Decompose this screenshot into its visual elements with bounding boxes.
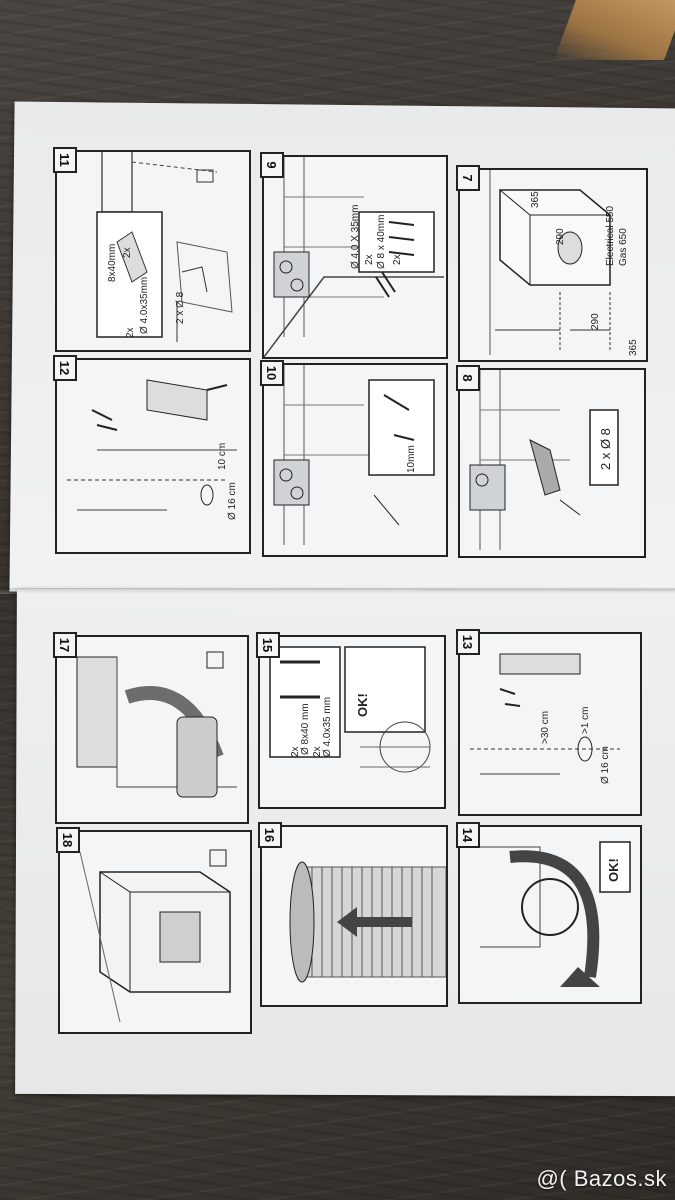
- step-13-dim-3: Ø 16 cm: [600, 746, 611, 784]
- step-7-gas: Gas 650: [618, 228, 629, 266]
- step-12-illustration: [67, 379, 237, 511]
- step-8-illustration: [469, 370, 619, 550]
- step-16-illustration: [289, 861, 446, 983]
- step-18-panel: [58, 830, 252, 1034]
- step-16-panel: [260, 825, 448, 1007]
- step-10-illustration: [273, 365, 435, 545]
- step-7-dim-365-top: 365: [530, 191, 541, 208]
- step-10-number: 10: [260, 360, 284, 386]
- step-11-qty-b: 2x: [125, 327, 136, 338]
- step-14-number: 14: [456, 822, 480, 848]
- step-13-number: 13: [456, 629, 480, 655]
- step-13-dim-2: >30 cm: [540, 710, 551, 744]
- step-11-panel: 8x40mm 2x Ø 4.0x35mm 2x 2 x Ø 8: [55, 150, 251, 352]
- step-7-dim-290-box: 290: [555, 228, 566, 245]
- step-9-qty-1: 2x: [392, 254, 403, 265]
- watermark: @( Bazos.sk: [536, 1166, 667, 1191]
- step-12-panel: 10 cm Ø 16 cm: [55, 358, 251, 554]
- step-9-screw-2: Ø 4.0 X 35mm: [350, 204, 361, 269]
- step-7-illustration: [489, 170, 611, 355]
- step-15-panel: 2x Ø 8x40 mm 2x Ø 4.0x35 mm OK!: [258, 635, 446, 809]
- step-11-screw-b: Ø 4.0x35mm: [139, 276, 150, 334]
- step-17-number: 17: [53, 632, 77, 658]
- step-14-ok: OK!: [606, 858, 621, 882]
- step-12-dim-2: Ø 16 cm: [227, 482, 238, 520]
- step-11-screw-a: 8x40mm: [107, 243, 118, 282]
- step-7-dim-365: 365: [628, 339, 639, 356]
- step-17-illustration: [76, 651, 237, 798]
- step-10-dim: 10mm: [406, 445, 417, 473]
- step-18-illustration: [79, 849, 231, 1023]
- step-16-number: 16: [258, 822, 282, 848]
- step-8-panel: 2 x Ø 8: [458, 368, 646, 558]
- step-15-screw-2: Ø 4.0x35 mm: [322, 696, 333, 757]
- step-15-ok: OK!: [355, 693, 370, 717]
- step-10-panel: 10mm: [262, 363, 448, 557]
- step-13-panel: >1 cm >30 cm Ø 16 cm: [458, 632, 642, 816]
- step-12-number: 12: [53, 355, 77, 381]
- step-7-electrical: Electrical 550: [605, 205, 616, 266]
- step-8-number: 8: [456, 365, 480, 391]
- step-15-number: 15: [256, 632, 280, 658]
- step-9-number: 9: [260, 152, 284, 178]
- step-13-dim-1: >1 cm: [580, 706, 591, 734]
- step-7-dim-290: 290: [590, 313, 601, 330]
- step-11-illustration: [96, 152, 233, 342]
- step-13-illustration: [470, 653, 620, 775]
- step-8-drill: 2 x Ø 8: [598, 428, 613, 470]
- step-11-number: 11: [53, 147, 77, 173]
- step-14-panel: OK!: [458, 825, 642, 1004]
- page-fold-crease: [0, 588, 675, 594]
- step-11-drill: 2 x Ø 8: [175, 291, 186, 324]
- step-7-number: 7: [456, 165, 480, 191]
- table-edge-highlight: [554, 0, 675, 60]
- step-9-panel: 2x Ø 8 x 40mm 2x Ø 4.0 X 35mm: [262, 155, 448, 359]
- step-14-illustration: [480, 841, 631, 987]
- step-15-illustration: [269, 646, 431, 773]
- step-7-panel: 365 290 290 Electrical 550 Gas 650 365: [458, 168, 648, 362]
- step-11-qty-a: 2x: [122, 247, 133, 258]
- step-12-dim-1: 10 cm: [217, 442, 228, 470]
- step-15-screw-1: Ø 8x40 mm: [300, 703, 311, 755]
- step-17-panel: [55, 635, 249, 824]
- step-9-qty-2: 2x: [364, 254, 375, 265]
- step-9-screw-1: Ø 8 x 40mm: [376, 214, 387, 269]
- step-9-illustration: [264, 157, 444, 357]
- step-18-number: 18: [56, 827, 80, 853]
